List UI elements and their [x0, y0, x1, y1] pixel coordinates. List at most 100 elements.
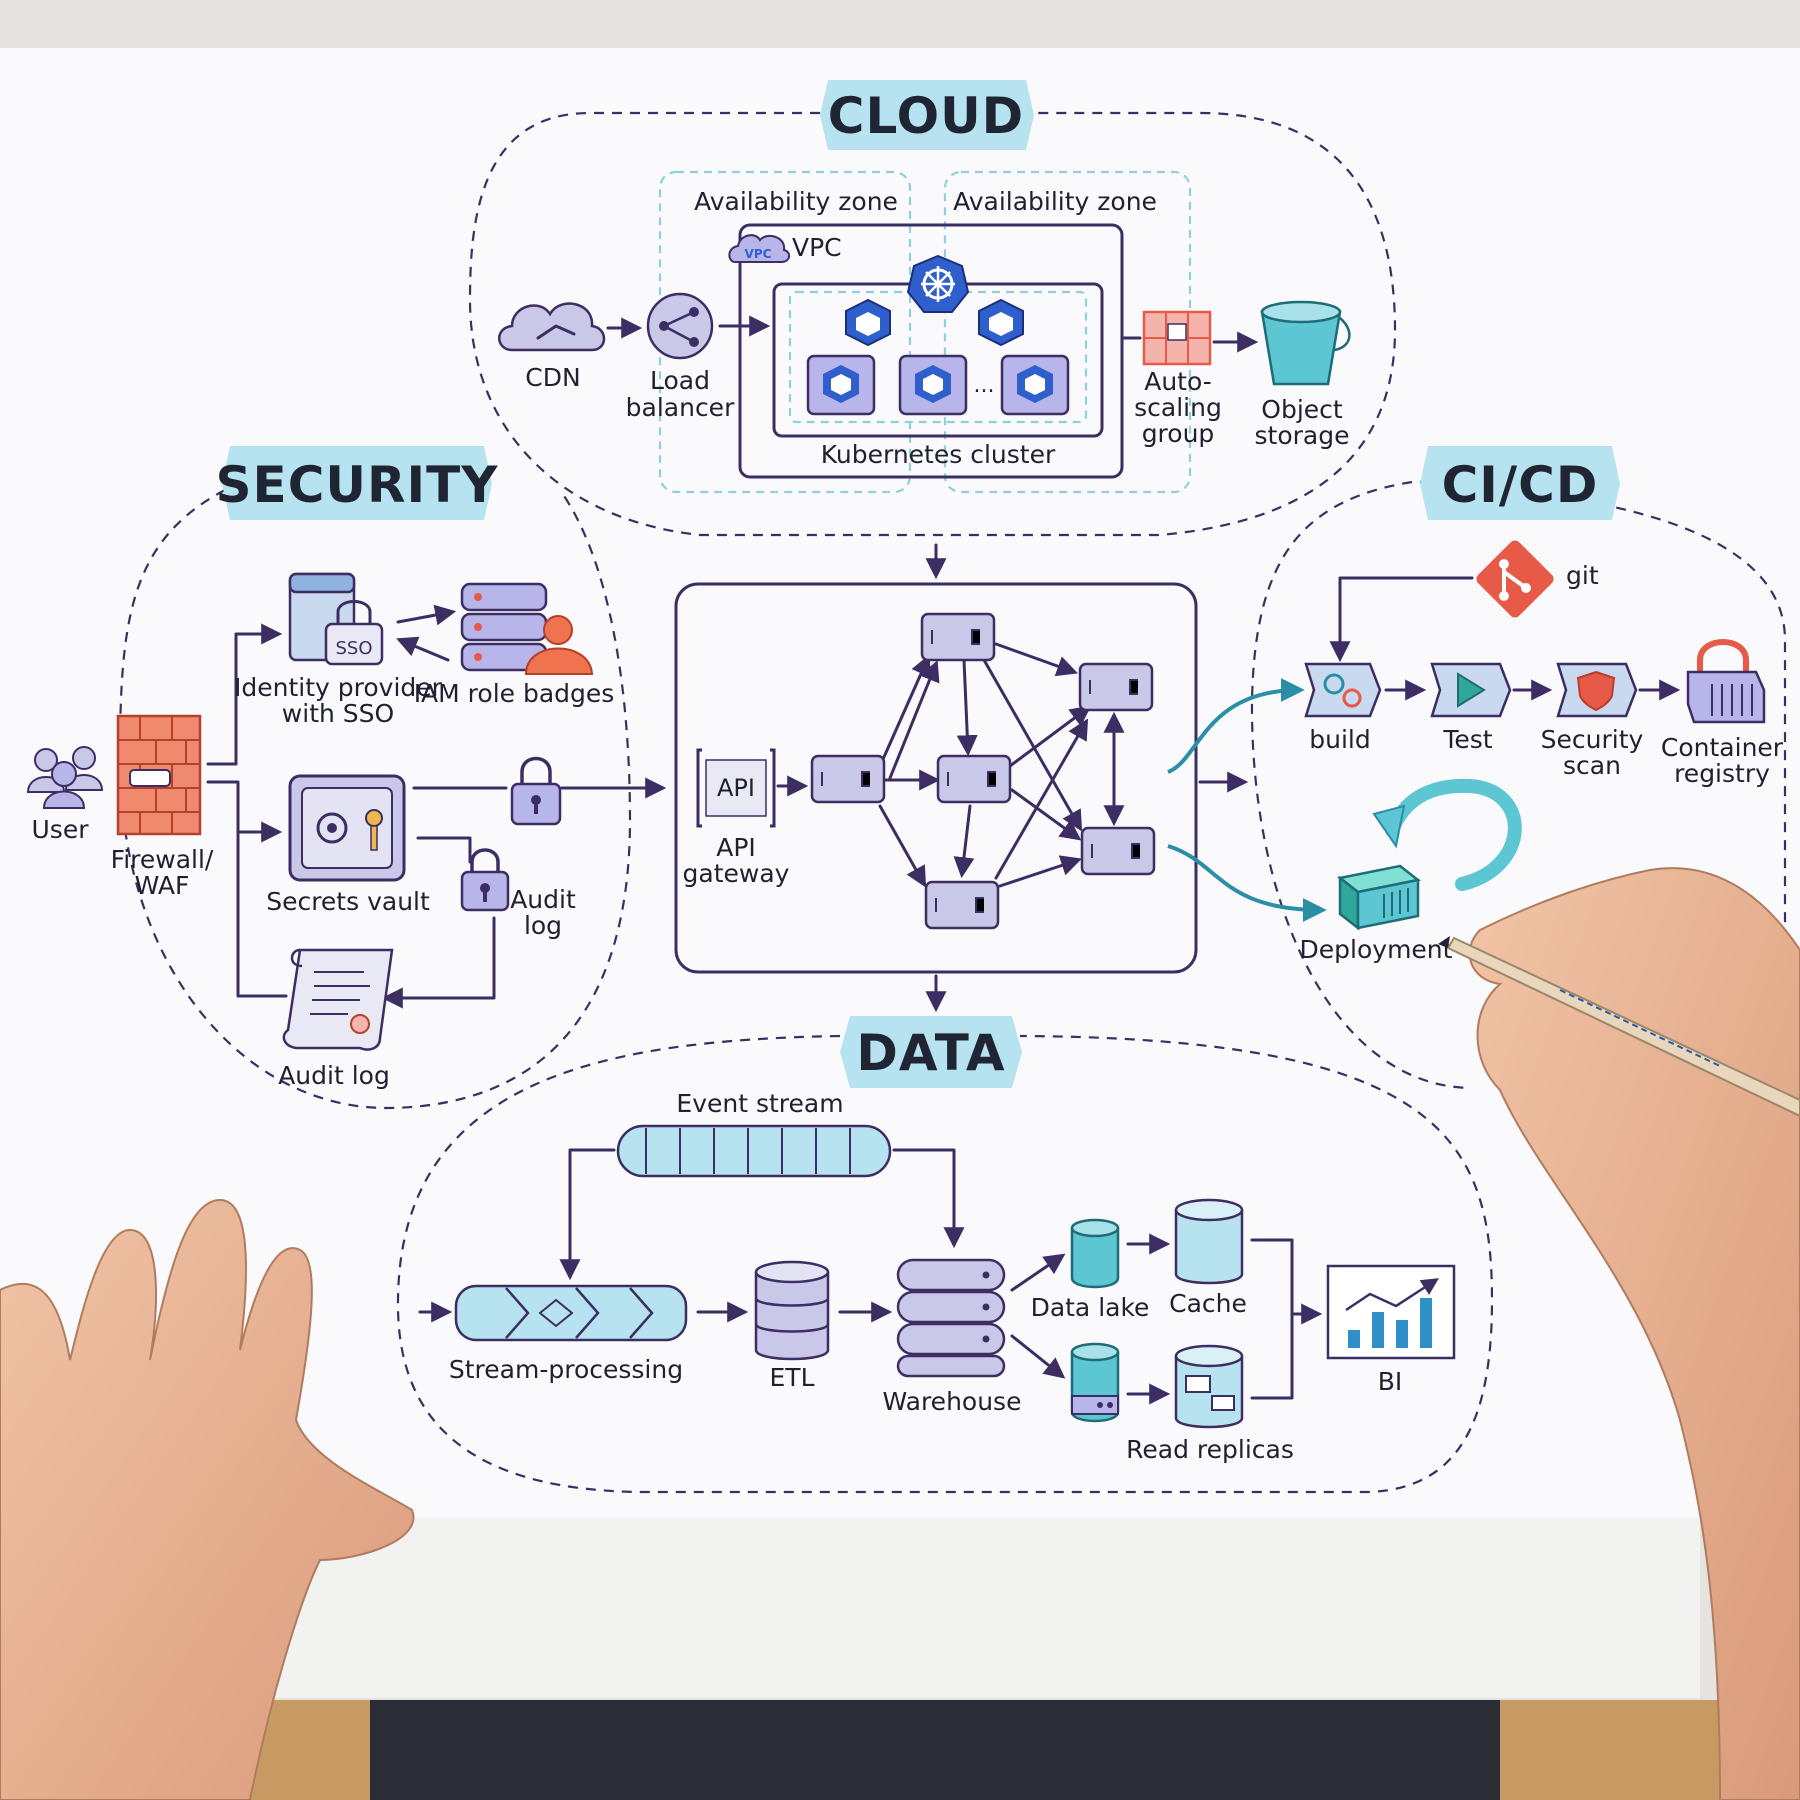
git-label: git	[1566, 561, 1599, 590]
stream-processing-label: Stream-processing	[449, 1355, 683, 1384]
service-node-entry	[810, 754, 886, 804]
test-stage-icon	[1430, 662, 1512, 718]
etl-label: ETL	[770, 1363, 815, 1392]
bi-dashboard-icon	[1326, 1264, 1456, 1360]
firewall-label-1: Firewall/	[111, 845, 214, 874]
cloud-title: CLOUD	[820, 80, 1034, 150]
redeploy-loop-arrow	[1385, 778, 1522, 891]
firewall-to-audit-line	[236, 830, 288, 998]
pod-box-2	[898, 354, 968, 416]
service-node-right-top	[1078, 662, 1154, 712]
vpc-cloud-icon: VPC	[728, 234, 790, 263]
svg-text:SECURITY: SECURITY	[216, 456, 499, 514]
core-to-build-curve	[1167, 678, 1305, 774]
firewall-to-identity-arrow	[206, 623, 283, 766]
read-replicas-cylinder-icon	[1174, 1344, 1244, 1429]
container-registry-label-1: Container	[1661, 733, 1784, 762]
iam-to-identity-arrow	[396, 636, 450, 662]
object-storage-label-2: storage	[1255, 421, 1350, 450]
secrets-vault-label: Secrets vault	[266, 887, 430, 916]
lap-shadow	[370, 1700, 1500, 1800]
security-scan-label-2: scan	[1563, 751, 1621, 780]
vault-to-audit-lock-line	[416, 836, 472, 864]
warehouse-to-lake-arrow	[1010, 1253, 1066, 1292]
etl-database-icon	[754, 1260, 830, 1361]
availability-zone-1-label: Availability zone	[694, 187, 898, 216]
pod-box-1	[806, 354, 876, 416]
test-label: Test	[1442, 725, 1492, 754]
cicd-region-outline	[1250, 480, 1787, 1090]
autoscaling-label-1: Auto-	[1144, 367, 1212, 396]
service-node-top	[920, 612, 996, 662]
data-lake-label: Data lake	[1031, 1293, 1150, 1322]
svg-text:CI/CD: CI/CD	[1442, 456, 1599, 514]
event-stream-label: Event stream	[676, 1089, 843, 1118]
data-region-outline	[396, 1034, 1494, 1494]
vpc-box	[738, 223, 1124, 479]
audit-lock-label-1: Audit	[510, 885, 576, 914]
service-mesh-edges	[878, 642, 1125, 888]
security-title: SECURITY	[216, 446, 499, 520]
redeploy-loop-arrowhead	[1372, 804, 1406, 849]
cicd-title: CI/CD	[1420, 446, 1620, 520]
pod-ellipsis: ...	[974, 373, 995, 398]
kubernetes-cluster-label: Kubernetes cluster	[821, 440, 1056, 469]
git-to-build-arrow	[1329, 576, 1474, 663]
audit-lock-to-scroll-arrow	[381, 916, 496, 1009]
warehouse-to-replica-arrow	[1010, 1334, 1066, 1379]
pod-icon-top-left	[845, 298, 891, 347]
svg-text:CLOUD: CLOUD	[828, 87, 1024, 145]
audit-lock-label-2: log	[524, 911, 562, 940]
user-label: User	[32, 815, 90, 844]
api-gateway-icon: API	[696, 748, 776, 828]
load-balancer-label-2: balancer	[626, 393, 735, 422]
svg-text:DATA: DATA	[856, 1024, 1005, 1082]
identity-to-iam-arrow	[396, 604, 457, 626]
data-title: DATA	[840, 1016, 1022, 1088]
secrets-vault-icon	[288, 774, 406, 882]
stream-to-warehouse-arrow	[892, 1148, 965, 1249]
stream-to-processing-arrow	[559, 1148, 616, 1281]
identity-provider-label-2: with SSO	[282, 699, 394, 728]
cache-label: Cache	[1169, 1289, 1247, 1318]
kubernetes-helm-icon	[906, 254, 970, 313]
deployment-cube-icon	[1337, 864, 1421, 931]
stores-to-bi-bracket	[1250, 1238, 1294, 1400]
vpc-label: VPC	[792, 233, 842, 262]
core-to-deployment-curve	[1167, 844, 1327, 922]
container-registry-label-2: registry	[1674, 759, 1770, 788]
bi-label: BI	[1378, 1367, 1403, 1396]
autoscaling-label-3: group	[1142, 419, 1215, 448]
service-node-right-bottom	[1080, 826, 1156, 876]
data-lake-cylinder-icon	[1070, 1218, 1120, 1289]
autoscaling-label-2: scaling	[1134, 393, 1222, 422]
firewall-to-vault-arrow	[206, 780, 283, 843]
service-node-bottom	[924, 880, 1000, 930]
service-node-middle	[936, 754, 1012, 804]
svg-text:VPC: VPC	[745, 247, 772, 261]
right-hand	[1468, 867, 1800, 1800]
cdn-cloud-icon	[498, 302, 606, 352]
event-stream-tube-icon	[616, 1124, 892, 1178]
api-gateway-label-2: gateway	[683, 859, 790, 888]
warehouse-database-icon	[896, 1258, 1006, 1378]
build-label: build	[1309, 725, 1370, 754]
left-hand	[0, 1198, 415, 1800]
svg-text:SSO: SSO	[335, 638, 372, 659]
security-region-outline	[118, 489, 632, 1110]
security-scan-label-1: Security	[1541, 725, 1644, 754]
read-replicas-label: Read replicas	[1126, 1435, 1294, 1464]
firewall-label-2: WAF	[135, 871, 190, 900]
core-services-box	[674, 582, 1198, 974]
object-storage-bucket-icon	[1260, 300, 1351, 386]
svg-text:API: API	[717, 774, 755, 802]
pod-icon-top-right	[978, 298, 1024, 347]
replica-source-cylinder-icon	[1070, 1342, 1120, 1423]
deployment-label: Deployment	[1300, 935, 1453, 964]
iam-person-badge-icon	[524, 615, 594, 675]
load-balancer-icon	[646, 292, 714, 360]
availability-zone-2-label: Availability zone	[953, 187, 1157, 216]
build-stage-icon	[1304, 662, 1382, 718]
